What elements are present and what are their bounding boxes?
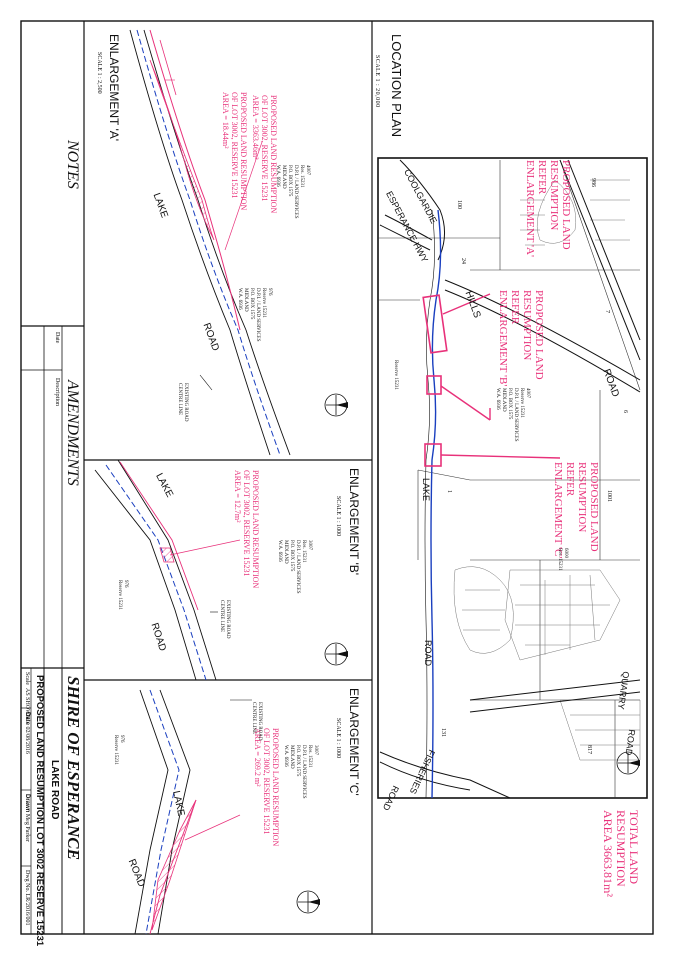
road-label-lake: LAKE: [421, 478, 431, 502]
callout-box-a: [422, 294, 448, 354]
callout-box-b: [426, 375, 442, 395]
amendments-date-col: Date: [54, 332, 60, 344]
lot-131: 131: [440, 728, 446, 737]
north-arrow-icon: [296, 890, 320, 914]
location-roads: [379, 159, 641, 799]
road-label-lake-road: ROAD: [423, 640, 433, 667]
enlargement-c-linework: [134, 689, 252, 935]
callout-leaders: [440, 293, 561, 459]
drawing-title-line1: LAKE ROAD: [49, 760, 60, 820]
north-arrow-icon: [324, 642, 348, 666]
location-plan-frame: [377, 157, 648, 799]
enlargement-a-title: ENLARGEMENT 'A': [107, 34, 121, 142]
enlargement-a-scale: SCALE 1 : 2,500: [96, 52, 102, 94]
enlargement-b-scale: SCALE 1 : 1000: [335, 496, 341, 537]
dwg-no-cell: Dwg No. LR/2016/001: [24, 870, 30, 926]
lot-6: 6: [622, 410, 628, 413]
sheet-border: [20, 20, 654, 935]
resumption-area-a: [149, 59, 215, 241]
amendments-title: AMENDMENTS: [64, 380, 81, 486]
resumption-area-b: [159, 547, 175, 563]
resumption-area-c: [151, 799, 197, 931]
lot-1: 1: [446, 490, 452, 493]
enlargement-c-title: ENLARGEMENT 'C': [347, 688, 361, 796]
lot-986: 986: [590, 178, 596, 187]
drawing-title-line2: PROPOSED LAND RESUMPTION LOT 3002 RESERV…: [34, 675, 45, 947]
location-plan-title: LOCATION PLAN: [389, 34, 404, 138]
lot-100: 100: [456, 200, 462, 209]
amendments-desc-col: Description: [54, 378, 60, 406]
location-reserve-label: Reserve 15231: [393, 360, 398, 390]
lake-road-centreline: [430, 209, 442, 799]
drawn-cell: Drawn Meg Parker: [24, 794, 30, 843]
enlargement-a-linework: [129, 29, 291, 456]
council-name: SHIRE OF ESPERANCE: [64, 676, 83, 860]
lot-7: 7: [604, 310, 610, 313]
north-arrow-icon: [324, 393, 348, 417]
location-plan-scale: SCALE 1 : 20,000: [374, 55, 380, 108]
lot-817: 817: [586, 745, 592, 754]
enlargement-b-linework: [94, 459, 241, 681]
enlargement-b-title: ENLARGEMENT 'B': [347, 468, 361, 576]
date-cell: Date 02/08/2016: [24, 712, 30, 754]
lot-24: 24: [460, 258, 466, 264]
location-subdivisions: [453, 179, 641, 761]
north-arrow-icon: [616, 751, 640, 775]
notes-title: NOTES: [64, 140, 81, 189]
lot-1001: 1001: [606, 490, 612, 502]
enlargement-c-scale: SCALE 1 : 1000: [335, 718, 341, 759]
